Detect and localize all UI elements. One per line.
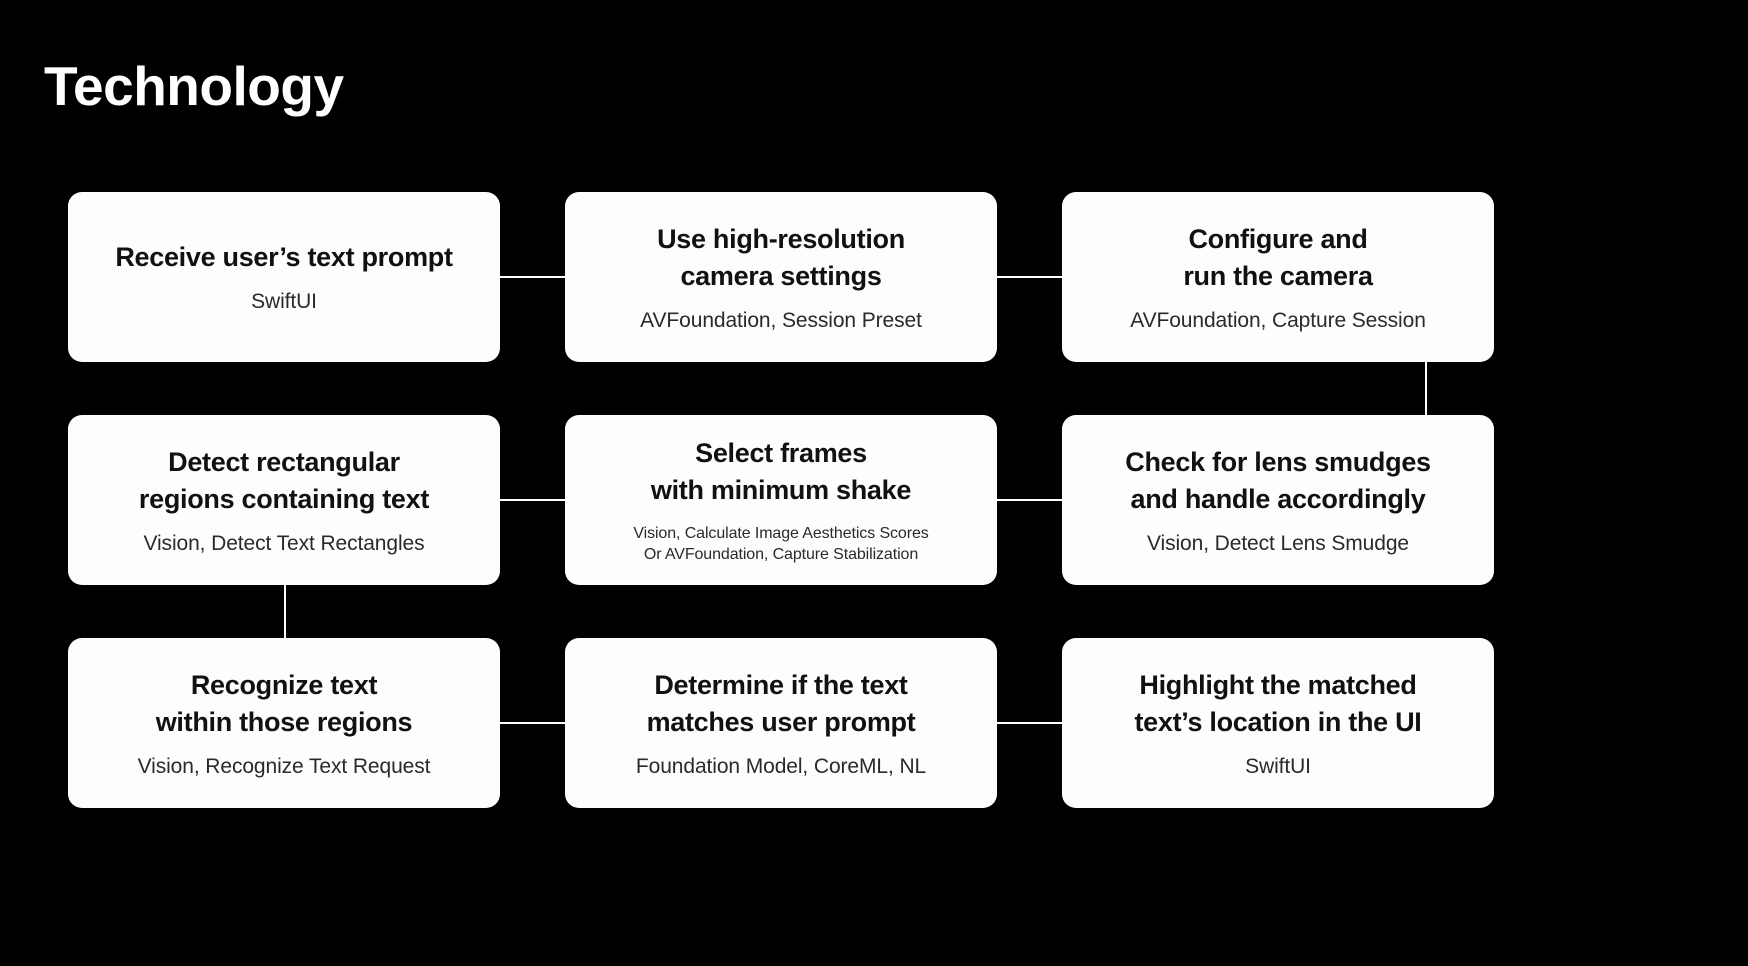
node-subtitle: SwiftUI [1245, 754, 1311, 778]
flowchart-grid: Receive user’s text prompt SwiftUI Use h… [68, 192, 1494, 808]
node-title: Receive user’s text prompt [115, 242, 453, 272]
node-title: Recognize text within those regions [155, 669, 413, 737]
flow-node-recognize-text-within-regions[interactable]: Recognize text within those regions Visi… [68, 638, 500, 808]
node-subtitle: Vision, Detect Lens Smudge [1146, 531, 1409, 555]
connector-n4-n5 [499, 499, 566, 501]
connector-n2-n3 [996, 276, 1063, 278]
page-title: Technology [44, 55, 344, 117]
node-subtitle: AVFoundation, Capture Session [1130, 308, 1426, 332]
node-subtitle: Vision, Detect Text Rectangles [143, 531, 425, 555]
flow-node-receive-user-text-prompt[interactable]: Receive user’s text prompt SwiftUI [68, 192, 500, 362]
connector-n8-n9 [996, 722, 1063, 724]
node-title: Configure and run the camera [1183, 223, 1373, 291]
node-title: Check for lens smudges and handle accord… [1125, 446, 1431, 514]
node-title: Highlight the matched text’s location in… [1134, 669, 1422, 737]
node-title: Detect rectangular regions containing te… [138, 446, 430, 514]
flow-node-detect-rectangular-regions[interactable]: Detect rectangular regions containing te… [68, 415, 500, 585]
connector-n7-n8 [499, 722, 566, 724]
flow-node-configure-and-run-the-camera[interactable]: Configure and run the camera AVFoundatio… [1062, 192, 1494, 362]
node-title: Determine if the text matches user promp… [646, 669, 916, 737]
connector-n5-n6 [996, 499, 1063, 501]
node-subtitle: SwiftUI [251, 290, 317, 313]
node-subtitle: Foundation Model, CoreML, NL [635, 754, 927, 778]
flow-node-select-frames-minimum-shake[interactable]: Select frames with minimum shake Vision,… [565, 415, 997, 585]
flow-node-check-for-lens-smudges[interactable]: Check for lens smudges and handle accord… [1062, 415, 1494, 585]
connector-n3-n6 [1425, 361, 1427, 416]
node-subtitle: Vision, Recognize Text Request [137, 754, 431, 778]
connector-n4-n7 [284, 584, 286, 639]
node-title: Use high-resolution camera settings [657, 223, 905, 291]
flow-node-highlight-matched-text-location[interactable]: Highlight the matched text’s location in… [1062, 638, 1494, 808]
flow-node-use-high-resolution-camera-settings[interactable]: Use high-resolution camera settings AVFo… [565, 192, 997, 362]
node-title: Select frames with minimum shake [650, 438, 912, 505]
node-subtitle: Vision, Calculate Image Aesthetics Score… [633, 525, 929, 563]
node-subtitle: AVFoundation, Session Preset [640, 308, 922, 332]
flow-node-determine-if-text-matches-prompt[interactable]: Determine if the text matches user promp… [565, 638, 997, 808]
connector-n1-n2 [499, 276, 566, 278]
